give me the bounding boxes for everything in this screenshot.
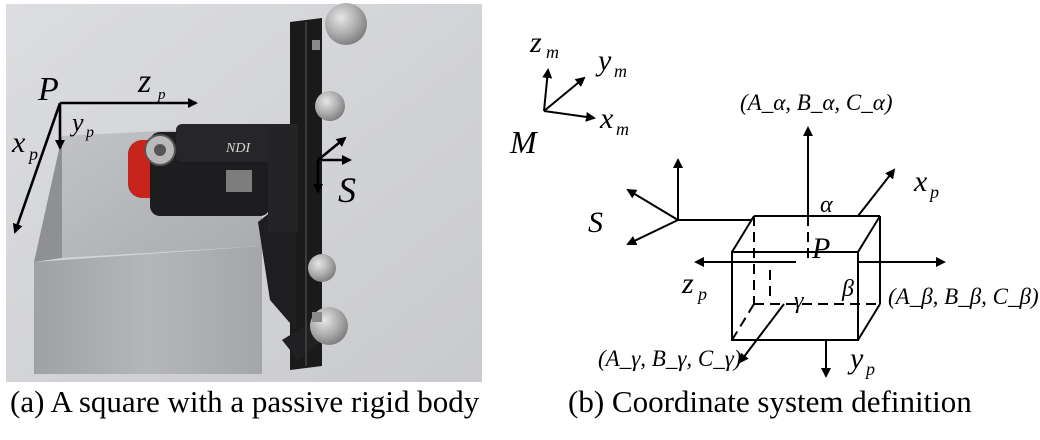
photo-xp-subscript: p: [27, 144, 38, 164]
s-axis-left: [626, 188, 679, 221]
clamp: NDI: [128, 124, 288, 216]
gamma-label: γ: [794, 288, 804, 314]
marker-sphere-3: [308, 254, 336, 282]
beta-label: β: [841, 276, 854, 302]
marker-sphere-1: [325, 3, 367, 45]
ym-subscript: m: [614, 61, 627, 81]
m-label: M: [509, 124, 539, 160]
diagram-p-label: P: [811, 232, 830, 265]
photo-zp-label: z: [137, 63, 151, 100]
xm-subscript: m: [616, 119, 629, 139]
photo-xp-axis: [12, 102, 62, 234]
cube-hidden-edges: [731, 216, 880, 341]
point-beta-label: (A_β, B_β, C_β): [888, 284, 1039, 309]
photo-zp-subscript: p: [157, 87, 166, 103]
ym-axis: [543, 76, 586, 112]
ym-label: y: [595, 44, 612, 77]
xm-axis: [543, 110, 596, 122]
xm-label: x: [599, 102, 614, 135]
caption-diagram: (b) Coordinate system definition: [568, 384, 972, 419]
diagram-panel: z m y m x m M: [509, 26, 1039, 379]
photo-yp-label: y: [69, 108, 84, 137]
diagram-s-label: S: [588, 206, 603, 239]
rigid-body: [258, 3, 367, 370]
marker-sphere-2: [315, 91, 345, 121]
diagram-zp-label: z: [681, 267, 694, 300]
gamma-normal-arrow: [738, 303, 785, 364]
alpha-label: α: [820, 192, 833, 218]
diagram-xp-subscript: p: [928, 182, 939, 202]
photo-s-axis-1: [317, 136, 347, 162]
s-axis-down: [626, 219, 679, 246]
diagram-xp-label: x: [913, 165, 928, 198]
diagram-yp-subscript: p: [864, 359, 875, 379]
zm-subscript: m: [546, 42, 559, 62]
cube: [731, 215, 881, 341]
diagram-zp-subscript: p: [696, 284, 707, 304]
photo-panel: NDI P z p y: [6, 3, 482, 382]
diagram-axes: [626, 126, 946, 378]
point-gamma-label: (A_γ, B_γ, C_γ): [598, 346, 741, 371]
photo-xp-label: x: [11, 126, 26, 159]
photo-axis-labels: P z p y p x p S: [11, 63, 356, 210]
photo-yp-subscript: p: [85, 124, 94, 141]
photo-origin-label: P: [37, 71, 59, 108]
ndi-brand-text: NDI: [225, 141, 251, 156]
caption-photo: (a) A square with a passive rigid body: [10, 384, 480, 419]
zm-label: z: [529, 26, 542, 59]
m-frame-axes: [542, 68, 596, 122]
diagram-yp-label: y: [847, 342, 864, 375]
xp-axis: [857, 168, 896, 217]
zm-axis: [542, 68, 553, 112]
point-alpha-label: (A_α, B_α, C_α): [740, 90, 892, 115]
photo-axes: [12, 98, 352, 234]
photo-s-label: S: [338, 170, 356, 210]
